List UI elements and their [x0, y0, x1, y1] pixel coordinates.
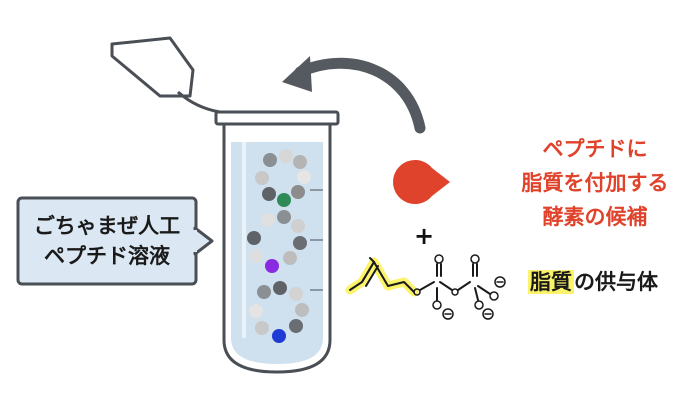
peptide-ring-2 [247, 210, 307, 273]
bead-blue [272, 329, 286, 343]
peptide-ring-1 [255, 149, 311, 207]
enzyme-label-line-2: 脂質を付加する [521, 171, 669, 195]
enzyme-label: ペプチドに 脂質を付加する 酵素の候補 [500, 132, 690, 234]
donor-label-highlight: 脂質 [528, 270, 574, 294]
peptide-ring-3 [249, 281, 309, 343]
callout-bubble [16, 196, 214, 286]
plus-sign: + [414, 222, 435, 250]
lipid-molecule-icon [345, 254, 506, 320]
donor-label-rest: の供与体 [574, 270, 658, 294]
callout-line-2: ペプチド溶液 [44, 244, 170, 268]
curved-arrow-icon [282, 56, 426, 134]
callout-line-1: ごちゃまぜ人工 [33, 214, 181, 238]
callout-text: ごちゃまぜ人工 ペプチド溶液 [18, 198, 196, 284]
donor-label: 脂質の供与体 [528, 268, 658, 296]
bead-green [277, 193, 291, 207]
bead-purple [265, 259, 279, 273]
enzyme-pacman-icon [393, 160, 450, 205]
tube-lid [110, 36, 221, 114]
enzyme-label-line-3: 酵素の候補 [542, 205, 648, 229]
enzyme-label-line-1: ペプチドに [542, 137, 648, 161]
